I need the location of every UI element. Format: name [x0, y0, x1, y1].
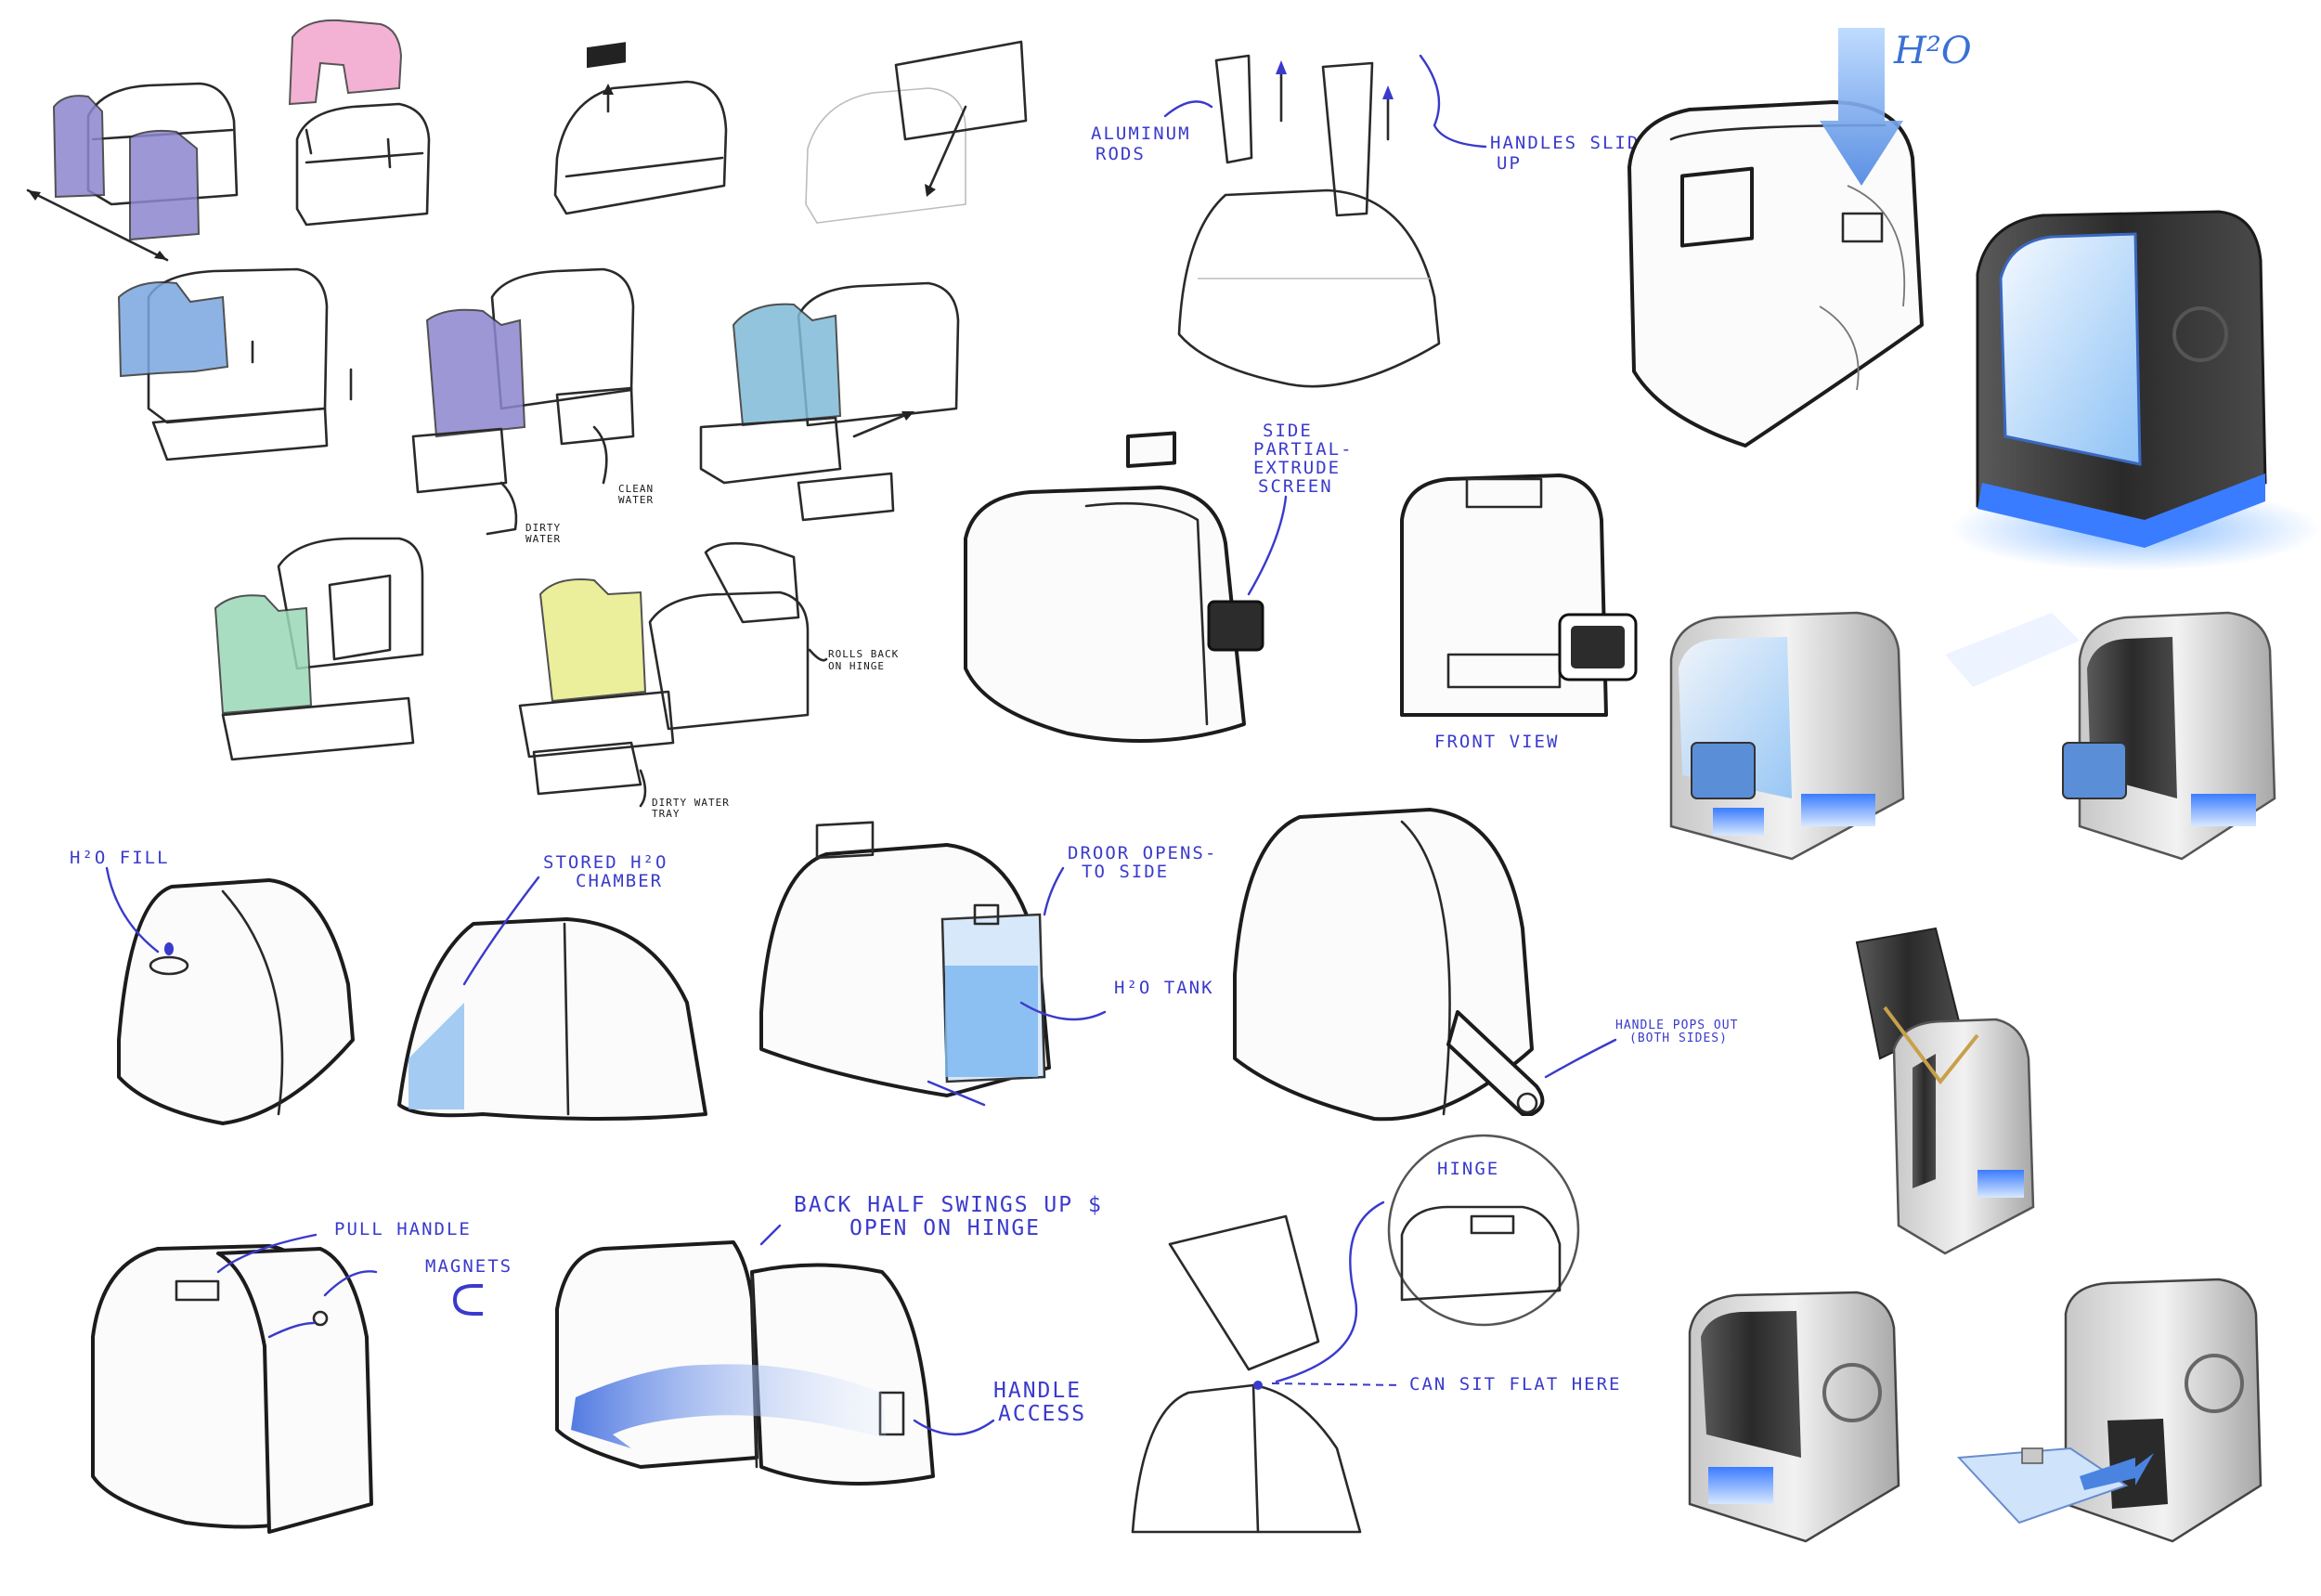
variant-purple-sides	[26, 82, 239, 262]
render-dark-fill-unit	[1688, 1291, 1900, 1543]
label-handles-slide-up: HANDLES SLIDE UP	[1490, 133, 1665, 174]
label-back-half-swings: BACK HALF SWINGS UP $ OPEN ON HINGE	[794, 1193, 1118, 1240]
variant-purple-drawers	[411, 267, 635, 536]
label-dirty-water-tray: DIRTY WATER TRAY	[652, 797, 736, 820]
variant-faint-open	[805, 40, 1028, 224]
sketch-aluminum-rods	[1163, 54, 1487, 388]
label-aluminum-rods: ALUMINUM RODS	[1091, 123, 1203, 164]
label-clean-water: CLEAN WATER	[618, 483, 661, 506]
sketch-handle-pops-out	[1233, 808, 1617, 1122]
label-front-view: FRONT VIEW	[1434, 732, 1559, 752]
label-rolls-back-on-hinge: ROLLS BACK ON HINGE	[828, 648, 906, 672]
label-stored-h2o-chamber: STORED H²O CHAMBER	[543, 852, 681, 891]
render-blue-lit-unit	[1950, 210, 2321, 571]
variant-mint-open	[214, 537, 424, 761]
sketch-front-view	[1400, 474, 1638, 717]
sketch-h2o-fill	[105, 866, 355, 1125]
label-pull-handle: PULL HANDLE	[334, 1219, 472, 1239]
variant-screen-up	[553, 42, 728, 215]
sketch-door-tank	[759, 821, 1107, 1107]
render-grey-tablet-light	[1669, 611, 1905, 861]
label-h2o-top: H²O	[1893, 30, 1972, 72]
variant-blue-insert	[117, 267, 353, 461]
label-handle-access: HANDLE ACCESS	[993, 1379, 1096, 1426]
render-open-lid	[1855, 927, 2035, 1255]
variant-teal-slide	[699, 281, 960, 522]
label-h2o-fill: H²O FILL	[70, 848, 170, 868]
label-magnets: MAGNETS	[425, 1256, 512, 1277]
label-can-sit-flat-here: CAN SIT FLAT HERE	[1409, 1374, 1621, 1395]
variant-pink-top	[288, 19, 431, 227]
variant-yellow-rolls	[518, 541, 828, 808]
label-h2o-tank: H²O TANK	[1114, 978, 1214, 998]
sketch-hinge-detail	[1131, 1134, 1580, 1534]
sketch-pull-handle	[91, 1233, 378, 1534]
render-h2o-top-fill	[1627, 28, 1924, 448]
label-hinge: HINGE	[1437, 1159, 1499, 1179]
label-handle-pops-out: HANDLE POPS OUT (BOTH SIDES)	[1615, 1019, 1746, 1045]
magnet-icon	[452, 1284, 483, 1316]
label-door-opens-to-side: DROOR OPENS- TO SIDE	[1068, 843, 1230, 882]
sketch-stored-chamber	[397, 876, 707, 1121]
label-dirty-water: DIRTY WATER	[525, 522, 568, 545]
render-grey-tablet-dark	[1945, 611, 2276, 861]
sketch-back-half-swings	[555, 1224, 995, 1486]
render-grey-tray-unit	[1956, 1278, 2263, 1543]
sketch-side-screen	[964, 431, 1288, 743]
label-side-partial-extrude-screen: SIDE PARTIAL- EXTRUDE SCREEN	[1253, 421, 1366, 497]
